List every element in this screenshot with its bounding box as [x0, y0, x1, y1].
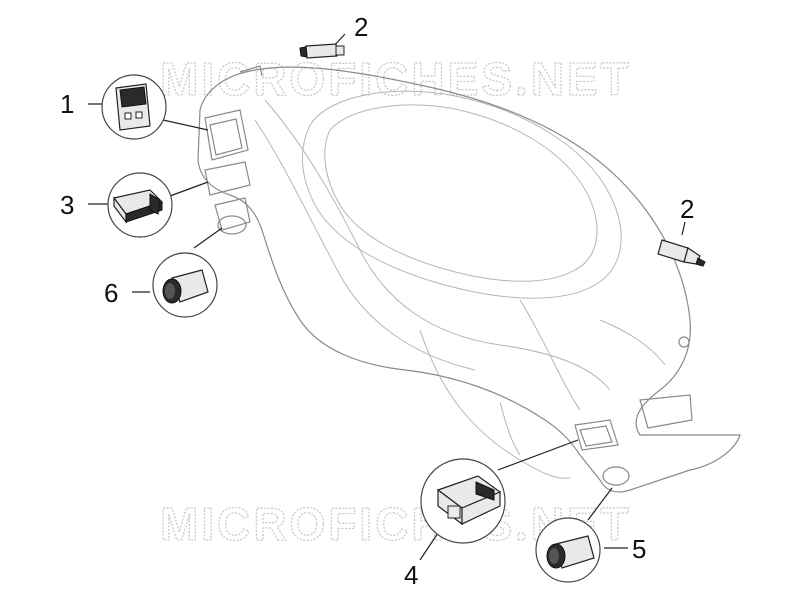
- callout-3: 3: [60, 190, 74, 220]
- part-3-switch: [107, 172, 173, 238]
- callout-6: 6: [104, 278, 118, 308]
- part-2-bulb-right: [657, 239, 706, 267]
- part-2-bulb-top: [299, 43, 345, 59]
- callout-5: 5: [632, 534, 646, 564]
- callout-4: 4: [404, 560, 418, 590]
- part-5-button: [535, 517, 601, 583]
- handlebar-cover: [197, 65, 741, 493]
- part-6-button: [152, 252, 218, 318]
- callout-1: 1: [60, 89, 74, 119]
- leader-lines: [88, 33, 686, 561]
- watermark-top: MICROFICHES.NET: [160, 53, 632, 105]
- part-4-switch: [420, 458, 506, 544]
- callout-2-right: 2: [680, 194, 694, 224]
- part-1-switch: [101, 74, 167, 140]
- callout-2-top: 2: [354, 12, 368, 42]
